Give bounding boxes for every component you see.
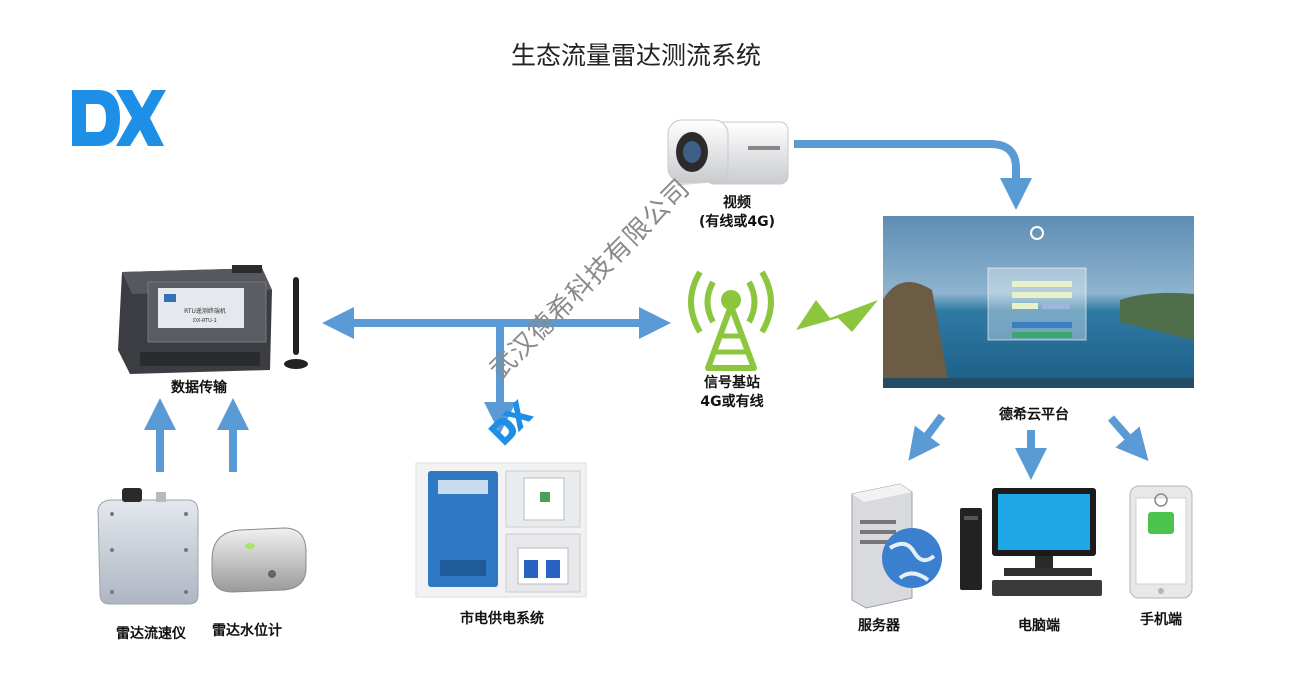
- radar-level-gauge-image: [211, 527, 307, 593]
- mains-power-photo: [415, 462, 587, 598]
- video-label-line2: (有线或4G): [698, 214, 776, 230]
- mobile-label: 手机端: [1140, 612, 1182, 628]
- video-label-line1: 视频: [723, 195, 751, 211]
- pc-label: 电脑端: [1018, 618, 1060, 634]
- server-label: 服务器: [858, 618, 900, 634]
- wireless-bolt-icon: [796, 300, 878, 332]
- cloud-platform-screenshot: [883, 216, 1194, 388]
- rtu-panel-title: RTU遥测终端机: [184, 307, 226, 315]
- rtu-model: DX-RTU-1: [193, 318, 217, 324]
- radar-velocity-label: 雷达流速仪: [116, 626, 186, 642]
- signal-tower-icon: [688, 270, 774, 371]
- base-station-label-line1: 信号基站: [704, 375, 760, 391]
- radar-level-label: 雷达水位计: [212, 623, 282, 639]
- link-arrow-mobile: [1107, 415, 1149, 462]
- server-icon: [851, 483, 942, 609]
- mobile-phone-icon: [1129, 485, 1193, 599]
- data-transmission-label: 数据传输: [171, 380, 227, 396]
- base-station-label: 信号基站 4G或有线: [683, 374, 781, 412]
- desktop-pc-icon: [960, 488, 1102, 596]
- watermark-logo: [488, 399, 535, 446]
- cloud-platform-label: 德希云平台: [999, 407, 1069, 423]
- radar-velocity-meter-image: [97, 488, 199, 605]
- base-station-label-line2: 4G或有线: [700, 394, 764, 410]
- link-arrow-video: [794, 140, 1032, 210]
- camera-image: [667, 119, 789, 186]
- video-label: 视频 (有线或4G): [686, 194, 788, 232]
- rtu-device-image: RTU遥测终端机 DX-RTU-1: [118, 265, 308, 374]
- link-arrow-server: [908, 413, 946, 461]
- diagram-title: 生态流量雷达测流系统: [510, 41, 761, 70]
- dx-logo: [72, 90, 166, 146]
- mains-power-label: 市电供电系统: [460, 611, 544, 627]
